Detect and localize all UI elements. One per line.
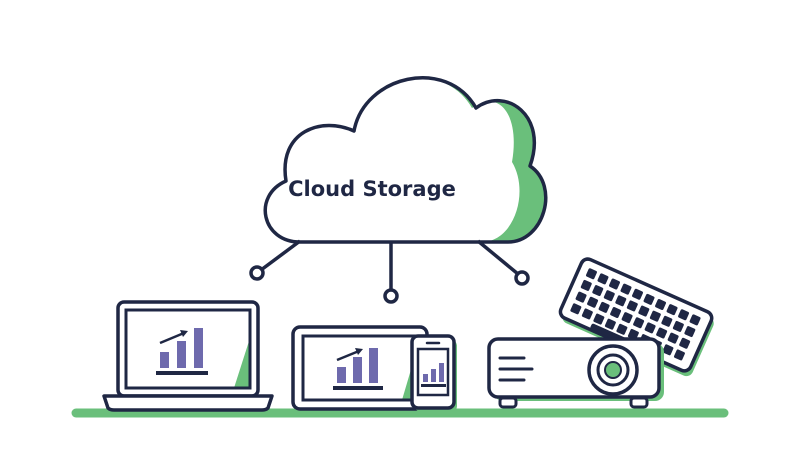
keyboard-key	[673, 349, 685, 361]
projector-icon	[487, 337, 664, 409]
connector-node-center	[383, 288, 399, 304]
keyboard-key	[587, 296, 599, 308]
projector-foot-left	[498, 396, 518, 409]
bar-chart-icon	[333, 348, 383, 390]
trend-arrow-icon	[159, 330, 188, 345]
laptop-chart-baseline	[156, 371, 208, 375]
keyboard-key	[626, 300, 638, 312]
tablet-chart-bar-2	[353, 357, 362, 383]
keyboard-key	[661, 315, 673, 327]
laptop-screen-accent	[234, 338, 250, 388]
keyboard-key	[593, 313, 605, 325]
keyboard-key	[684, 326, 696, 338]
smartphone-chart-bar-1	[423, 374, 428, 382]
tablet-chart-bar-3	[369, 348, 378, 383]
keyboard-key	[638, 305, 650, 317]
projector-foot-right	[629, 396, 649, 409]
laptop-screen-border	[124, 308, 252, 390]
keyboard-key	[655, 299, 667, 310]
laptop-base	[102, 394, 274, 412]
keyboard-key	[672, 320, 684, 332]
keyboard-key	[689, 314, 701, 326]
keyboard-key	[666, 304, 678, 316]
keyboard-key	[649, 310, 661, 322]
tablet-icon	[291, 325, 429, 411]
keyboard-key	[656, 327, 668, 339]
keyboard-key	[621, 312, 633, 324]
keyboard-key	[586, 268, 597, 280]
cloud-icon: Cloud Storage	[261, 76, 548, 244]
keyboard-key	[597, 273, 609, 285]
keyboard-key	[575, 291, 587, 303]
keyboard-key	[603, 290, 615, 302]
cloud-outline	[263, 76, 548, 244]
keyboard-key	[662, 344, 674, 356]
cloud-label: Cloud Storage	[288, 177, 456, 201]
keyboard-key	[610, 307, 622, 318]
keyboard-key	[620, 283, 632, 295]
keyboard-key	[616, 323, 628, 335]
tablet-trend-arrow-head	[355, 348, 363, 355]
keyboard-key	[667, 332, 679, 344]
connector-left	[259, 239, 302, 272]
keyboard-key	[609, 278, 620, 290]
keyboard-key	[679, 337, 691, 349]
keyboard-key	[643, 293, 655, 305]
tablet-trend-arrow-line	[336, 349, 360, 362]
keyboard-key	[644, 322, 656, 334]
laptop-trend-arrow-line	[159, 331, 185, 345]
tablet-chart-bar-1	[337, 367, 346, 383]
keyboard-key	[678, 309, 690, 321]
smartphone-chart-bar-2	[431, 369, 436, 382]
connector-lines	[249, 239, 530, 304]
keyboard-key	[581, 308, 593, 320]
tablet-chart-baseline	[333, 386, 383, 390]
bar-chart-icon	[156, 328, 208, 375]
keyboard-key	[598, 301, 610, 313]
laptop-screen	[124, 308, 252, 390]
trend-arrow-icon	[336, 348, 363, 362]
projector-lens-core	[604, 361, 622, 379]
keyboard-key	[570, 303, 582, 315]
cloud-body	[261, 77, 520, 242]
keyboard-key	[632, 288, 643, 300]
keyboard-key	[580, 279, 592, 291]
laptop-icon	[102, 300, 274, 412]
connector-node-left	[249, 265, 265, 281]
keyboard-key	[604, 318, 616, 330]
laptop-chart-bar-3	[194, 328, 203, 368]
keyboard-key	[592, 285, 604, 297]
connector-right	[476, 239, 520, 276]
smartphone-chart-baseline	[421, 384, 446, 387]
laptop-chart-bar-1	[160, 352, 169, 368]
laptop-trend-arrow-head	[180, 330, 188, 337]
bar-chart-icon	[421, 363, 446, 387]
smartphone-icon	[410, 334, 457, 412]
smartphone-chart-bar-3	[439, 363, 444, 382]
keyboard-key	[633, 317, 645, 329]
connector-node-right	[514, 270, 530, 286]
laptop-chart-bar-2	[177, 341, 186, 368]
keyboard-key	[627, 328, 639, 340]
keyboard-key	[615, 295, 627, 307]
